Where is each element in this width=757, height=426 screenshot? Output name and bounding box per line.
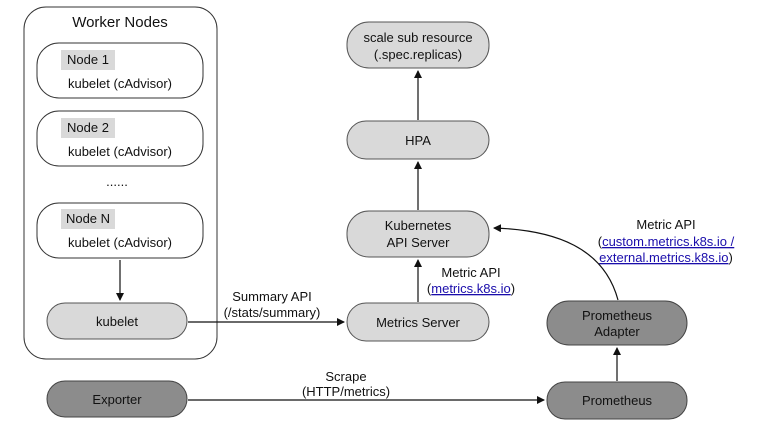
metric-api-custom-line1: (custom.metrics.k8s.io / bbox=[598, 234, 735, 249]
hpa-box bbox=[346, 120, 490, 160]
custom-metrics-link[interactable]: custom.metrics.k8s.io / bbox=[602, 234, 735, 249]
metric-api-custom-open-paren: ( bbox=[598, 234, 603, 249]
nodes-ellipsis: ...... bbox=[106, 174, 128, 189]
prometheus-label: Prometheus bbox=[582, 393, 653, 408]
scale-subresource-line2: (.spec.replicas) bbox=[374, 47, 462, 62]
metrics-server-label: Metrics Server bbox=[376, 315, 460, 330]
node-2-box: Node 2 kubelet (cAdvisor) bbox=[36, 110, 204, 167]
metric-api-metrics-close-paren: ) bbox=[511, 281, 515, 296]
metric-api-metrics-detail: (metrics.k8s.io) bbox=[427, 281, 515, 296]
metric-api-metrics-title: Metric API bbox=[441, 265, 500, 280]
node-2-label-bg bbox=[61, 118, 115, 138]
kubelet-box bbox=[46, 302, 188, 340]
node-1-kubelet: kubelet (cAdvisor) bbox=[68, 76, 172, 91]
node-2-kubelet: kubelet (cAdvisor) bbox=[68, 144, 172, 159]
node-1-box: Node 1 kubelet (cAdvisor) bbox=[36, 42, 204, 99]
scale-subresource-line1: scale sub resource bbox=[363, 30, 472, 45]
metric-api-custom-close-paren: ) bbox=[728, 250, 732, 265]
node-2-label: Node 2 bbox=[67, 120, 109, 135]
api-server-line2: API Server bbox=[387, 235, 451, 250]
prometheus-adapter-line1: Prometheus bbox=[582, 308, 653, 323]
metric-api-metrics-open-paren: ( bbox=[427, 281, 432, 296]
summary-api-line1: Summary API bbox=[232, 289, 311, 304]
metrics-server-box bbox=[346, 302, 490, 342]
kubelet-label: kubelet bbox=[96, 314, 138, 329]
api-server-box bbox=[346, 210, 490, 258]
metric-api-custom-line2: external.metrics.k8s.io) bbox=[599, 250, 733, 265]
node-1-label-bg bbox=[61, 50, 115, 70]
prometheus-adapter-box bbox=[546, 300, 688, 346]
api-server-line1: Kubernetes bbox=[385, 218, 452, 233]
node-1-label: Node 1 bbox=[67, 52, 109, 67]
node-n-label: Node N bbox=[66, 211, 110, 226]
prometheus-adapter-line2: Adapter bbox=[594, 324, 640, 339]
metrics-k8s-io-link[interactable]: metrics.k8s.io bbox=[431, 281, 510, 296]
summary-api-line2: (/stats/summary) bbox=[224, 305, 321, 320]
node-n-label-bg bbox=[61, 209, 115, 229]
worker-nodes-title: Worker Nodes bbox=[72, 14, 168, 31]
prometheus-box bbox=[546, 381, 688, 420]
hpa-label: HPA bbox=[405, 133, 431, 148]
scrape-line1: Scrape bbox=[325, 369, 366, 384]
exporter-box bbox=[46, 380, 188, 418]
arrow-adapter-to-apiserver bbox=[493, 224, 619, 301]
node-n-box: Node N kubelet (cAdvisor) bbox=[36, 202, 204, 259]
scrape-line2: (HTTP/metrics) bbox=[302, 384, 390, 399]
exporter-label: Exporter bbox=[92, 392, 142, 407]
scale-subresource-box bbox=[346, 21, 490, 69]
metric-api-custom-title: Metric API bbox=[636, 217, 695, 232]
node-n-kubelet: kubelet (cAdvisor) bbox=[68, 235, 172, 250]
external-metrics-link[interactable]: external.metrics.k8s.io bbox=[599, 250, 728, 265]
